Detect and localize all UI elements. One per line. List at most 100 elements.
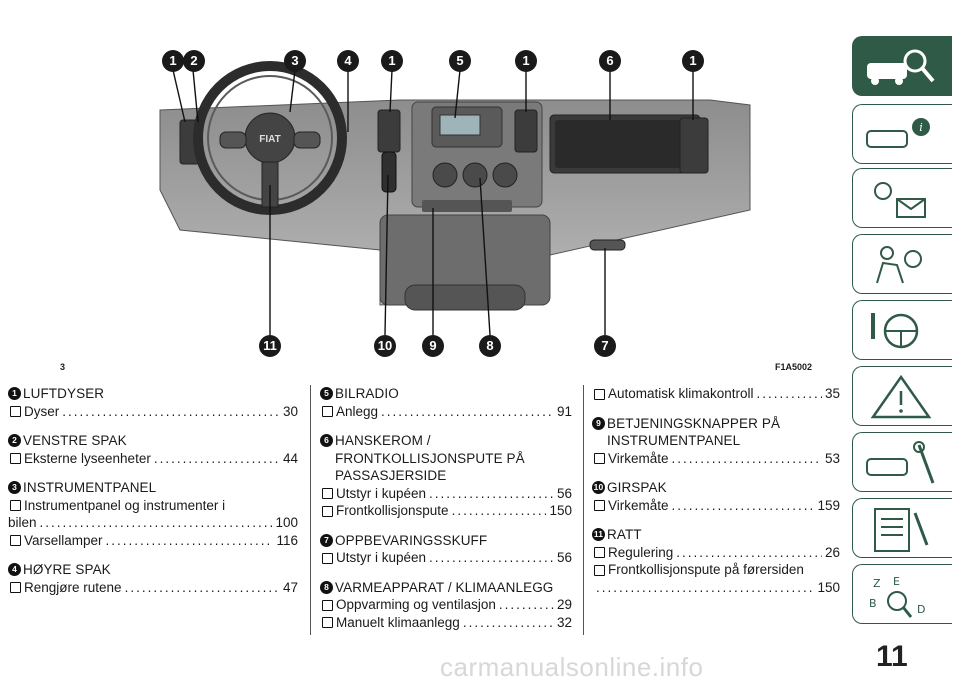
- callout-8: 8: [479, 335, 501, 357]
- tab-warning-triangle[interactable]: [852, 366, 952, 426]
- section-number: 1: [8, 387, 21, 401]
- watermark: carmanualsonline.info: [440, 652, 704, 682]
- car-info-icon: i: [866, 118, 930, 148]
- checkbox-icon: [322, 488, 333, 499]
- page-ref: 29: [556, 597, 572, 612]
- steering-wheel-icon: [871, 313, 919, 349]
- tab-airbag-person[interactable]: [852, 234, 952, 294]
- section-title: BILRADIO: [335, 386, 399, 401]
- section-number: 2: [8, 434, 21, 448]
- section-number: 5: [320, 387, 333, 401]
- page-ref: 91: [556, 403, 572, 419]
- index-entry[interactable]: Frontkollisjonspute på førersiden: [592, 561, 840, 579]
- section-title: BETJENINGSKNAPPER PÅ INSTRUMENTPANEL: [607, 415, 781, 449]
- section-title: VARMEAPPARAT / KLIMAANLEGG: [335, 579, 554, 595]
- page-ref: 47: [282, 579, 298, 595]
- svg-text:i: i: [919, 121, 923, 134]
- callout-1: 1: [515, 50, 537, 72]
- index-entry[interactable]: Utstyr i kupéen.........................…: [320, 485, 572, 503]
- warning-triangle-icon: [870, 374, 932, 419]
- index-entry[interactable]: Regulering..............................…: [592, 544, 840, 562]
- callout-3: 3: [284, 50, 306, 72]
- tab-car-search[interactable]: [852, 36, 952, 96]
- checkbox-icon: [322, 505, 333, 517]
- airbag-person-icon: [876, 246, 922, 284]
- checkbox-icon: [10, 453, 21, 464]
- svg-text:FIAT: FIAT: [259, 134, 280, 145]
- section-number: 8: [320, 580, 333, 594]
- tab-car-info[interactable]: i: [852, 104, 952, 164]
- index-entry[interactable]: Virkemåte...............................…: [592, 450, 840, 468]
- column-divider: [583, 385, 584, 635]
- checkbox-icon: [10, 406, 21, 417]
- section-title: INSTRUMENTPANEL: [23, 480, 157, 495]
- index-entry[interactable]: Automatisk klimakontroll................…: [592, 385, 840, 403]
- callout-1: 1: [682, 50, 704, 72]
- index-entry[interactable]: Instrumentpanel og instrumenter i: [8, 497, 298, 515]
- section-title: GIRSPAK: [607, 480, 667, 495]
- page-ref: 30: [282, 403, 298, 419]
- index-entry[interactable]: Utstyr i kupéen.........................…: [320, 549, 572, 567]
- section-number: 11: [592, 528, 605, 542]
- callout-2: 2: [183, 50, 205, 72]
- callout-11: 11: [259, 335, 281, 357]
- section-number: 10: [592, 481, 605, 495]
- page-ref: 56: [556, 485, 572, 501]
- lights-mail-icon: [874, 182, 926, 218]
- tab-steering-wheel[interactable]: [852, 300, 952, 360]
- index-entry[interactable]: Anlegg..................................…: [320, 403, 572, 421]
- index-entry[interactable]: Virkemåte...............................…: [592, 497, 840, 515]
- callout-4: 4: [337, 50, 359, 72]
- index-entry[interactable]: Oppvarming og ventilasjon...............…: [320, 596, 572, 614]
- callout-1: 1: [162, 50, 184, 72]
- index-entry-continued[interactable]: ........................................…: [596, 579, 840, 595]
- section-number: 7: [320, 533, 333, 547]
- figure-code-right: F1A5002: [775, 362, 813, 372]
- checkbox-icon: [594, 388, 605, 400]
- column-divider: [310, 385, 311, 635]
- index-entry[interactable]: Frontkollisjonspute.....................…: [320, 502, 572, 520]
- page-ref: 150: [817, 579, 840, 595]
- checkbox-icon: [10, 500, 21, 511]
- checkbox-icon: [10, 582, 21, 593]
- tab-lights-mail[interactable]: [852, 168, 952, 228]
- page-ref: 150: [549, 503, 572, 518]
- callout-10: 10: [374, 335, 396, 357]
- checkbox-icon: [594, 500, 605, 511]
- dashboard-figure: FIAT 1 2 3 4 1 5 1 6 1 11 10: [60, 40, 830, 372]
- callout-6: 6: [599, 50, 621, 72]
- section-number: 3: [8, 481, 21, 495]
- section-number: 9: [592, 416, 605, 430]
- page-number: 11: [876, 640, 908, 673]
- section-number: 4: [8, 563, 21, 577]
- index-entry[interactable]: Manuelt klimaanlegg.....................…: [320, 614, 572, 632]
- figure-code-left: 3: [60, 362, 66, 372]
- page-ref: 32: [556, 614, 572, 630]
- index-entry-continued[interactable]: bilen...................................…: [8, 515, 298, 530]
- index-entry[interactable]: Rengjøre rutene.........................…: [8, 579, 298, 597]
- checkbox-icon: [322, 599, 333, 611]
- index-entry[interactable]: Varsellamper............................…: [8, 532, 298, 550]
- section-title: HØYRE SPAK: [23, 562, 111, 577]
- callout-1: 1: [381, 50, 403, 72]
- index-entry[interactable]: Dyser...................................…: [8, 403, 298, 421]
- page-ref: 44: [282, 450, 298, 466]
- tab-car-tools[interactable]: [852, 432, 952, 492]
- page-ref: 159: [817, 497, 840, 513]
- checkbox-icon: [322, 617, 333, 628]
- index-entry[interactable]: Eksterne lyseenheter....................…: [8, 450, 298, 468]
- checkbox-icon: [594, 547, 605, 558]
- tab-document-list[interactable]: [852, 498, 952, 558]
- page-ref: 56: [556, 550, 572, 565]
- page-ref: 53: [824, 450, 840, 466]
